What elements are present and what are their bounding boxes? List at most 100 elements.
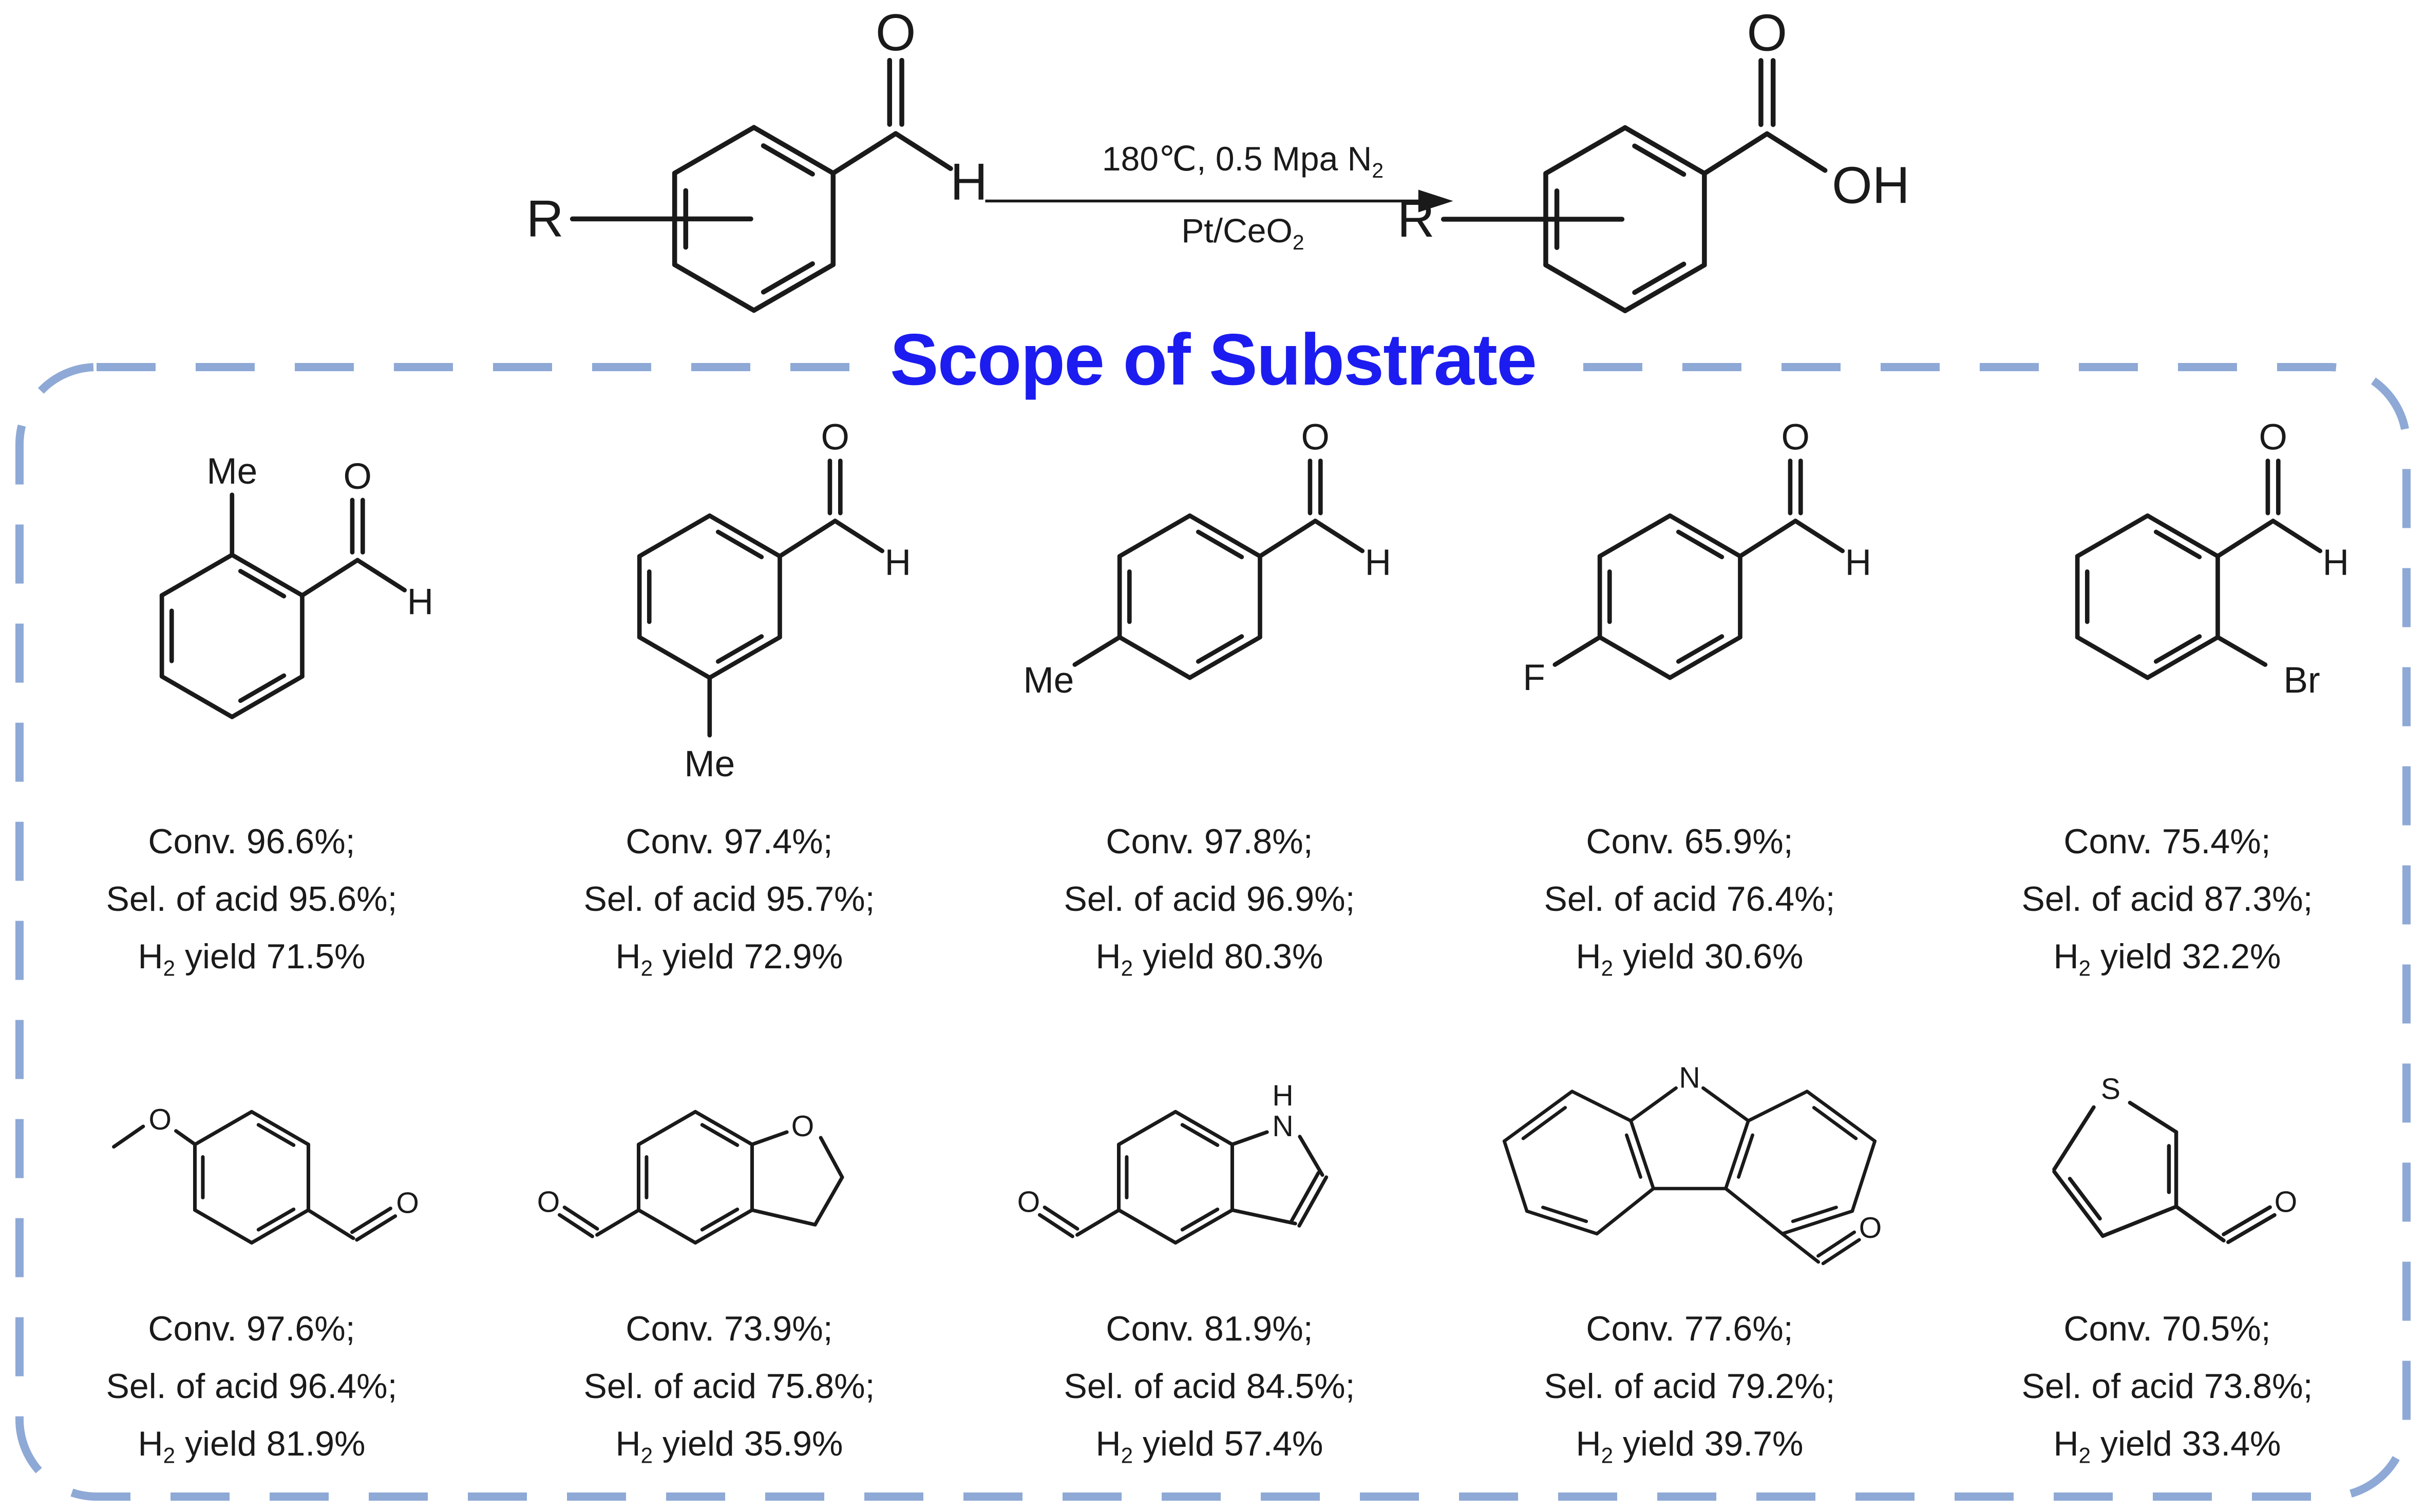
bond xyxy=(1632,261,1686,295)
atom-label: Me xyxy=(684,743,735,784)
bond xyxy=(2052,1105,2096,1172)
atom-label: O xyxy=(2275,1185,2297,1218)
bond xyxy=(1570,1089,1633,1123)
bond xyxy=(750,1208,817,1227)
bond xyxy=(1117,513,1192,559)
bond xyxy=(2100,1204,2178,1238)
conv-line: Conv. 97.4%; xyxy=(626,822,833,861)
bond xyxy=(832,519,885,553)
reaction-arrow xyxy=(985,189,1453,213)
bond xyxy=(707,635,782,680)
reaction-conditions-top: 180℃, 0.5 Mpa N2 xyxy=(965,140,1520,189)
stats-substrate-10: Conv. 70.5%; Sel. of acid 73.8%; H2 yiel… xyxy=(1941,1300,2393,1485)
bond xyxy=(1595,1186,1655,1236)
atom-label: O xyxy=(2259,417,2287,458)
conv-line: Conv. 77.6%; xyxy=(1586,1309,1793,1348)
h2-line: H2 yield 35.9% xyxy=(615,1424,843,1468)
bond xyxy=(1667,513,1742,559)
bond xyxy=(1701,1086,1750,1123)
bond xyxy=(1667,635,1742,680)
stats-substrate-5: Conv. 75.4%; Sel. of acid 87.3%; H2 yiel… xyxy=(1941,813,2393,998)
atom-label: Me xyxy=(1023,660,1074,701)
atom-label: N xyxy=(1272,1110,1293,1143)
reaction-conditions-bottom: Pt/CeO2 xyxy=(965,212,1520,261)
bond xyxy=(230,674,305,719)
bond xyxy=(1043,1205,1079,1231)
bond xyxy=(1187,635,1262,680)
stats-substrate-2: Conv. 97.4%; Sel. of acid 95.7%; H2 yiel… xyxy=(503,813,955,998)
bond xyxy=(636,1109,697,1146)
stats-substrate-3: Conv. 97.8%; Sel. of acid 96.9%; H2 yiel… xyxy=(983,813,1435,998)
atom-label: S xyxy=(2101,1073,2120,1105)
conv-line: Conv. 70.5%; xyxy=(2063,1309,2271,1348)
bond xyxy=(1187,513,1262,559)
bond xyxy=(693,1109,754,1146)
conv-line: Conv. 73.9%; xyxy=(626,1309,833,1348)
bond xyxy=(751,125,836,176)
bond xyxy=(672,125,756,176)
bond xyxy=(1780,1232,1821,1264)
bond xyxy=(558,1213,594,1238)
bond xyxy=(1502,1139,1529,1213)
bond xyxy=(1724,1186,1784,1236)
stats-substrate-9: Conv. 77.6%; Sel. of acid 79.2%; H2 yiel… xyxy=(1464,1300,1916,1485)
h2-line: H2 yield 39.7% xyxy=(1576,1424,1804,1468)
bond xyxy=(355,1214,397,1242)
conditions-text: 180℃, 0.5 Mpa N xyxy=(1102,140,1372,178)
structure-indole-5-carbaldehyde: HNO xyxy=(1017,1080,1329,1245)
atom-label: R xyxy=(1397,190,1435,248)
stats-substrate-8: Conv. 81.9%; Sel. of acid 84.5%; H2 yiel… xyxy=(983,1300,1435,1485)
atom-label: F xyxy=(1523,657,1545,698)
bond xyxy=(1622,125,1707,176)
atom-label: H xyxy=(1272,1080,1293,1113)
bond xyxy=(707,513,782,559)
atom-label: O xyxy=(343,456,371,497)
bond xyxy=(1629,1086,1678,1123)
bond xyxy=(1075,1208,1121,1237)
sel-line: Sel. of acid 75.8%; xyxy=(583,1367,875,1406)
scope-title: Scope of Substrate xyxy=(854,317,1572,403)
bond xyxy=(1116,1109,1178,1146)
bond xyxy=(1230,1130,1269,1146)
bond xyxy=(174,1129,197,1146)
bond xyxy=(750,1130,789,1146)
bond xyxy=(637,513,712,559)
structure-carbazole-3-carbaldehyde: NO xyxy=(1502,1061,1882,1266)
conv-line: Conv. 65.9%; xyxy=(1586,822,1793,861)
bond xyxy=(2145,635,2220,680)
bond xyxy=(1702,131,1770,176)
atom-label: H xyxy=(407,581,433,622)
atom-label: Br xyxy=(2284,660,2320,701)
bond xyxy=(1552,635,1602,667)
atom-label: O xyxy=(396,1187,419,1220)
bond xyxy=(230,552,305,598)
catalyst-subscript: 2 xyxy=(1292,231,1304,255)
catalyst-text: Pt/CeO xyxy=(1181,212,1293,250)
sel-line: Sel. of acid 87.3%; xyxy=(2021,879,2313,918)
bond xyxy=(1793,519,1845,553)
atom-label: O xyxy=(537,1185,560,1218)
stats-substrate-1: Conv. 96.6%; Sel. of acid 95.6%; H2 yiel… xyxy=(26,813,478,998)
sel-line: Sel. of acid 76.4%; xyxy=(1544,879,1835,918)
sel-line: Sel. of acid 95.6%; xyxy=(106,879,397,918)
bond xyxy=(2174,1204,2226,1242)
bond xyxy=(751,262,836,313)
bond xyxy=(1622,262,1707,314)
atom-label: O xyxy=(1301,417,1329,458)
arrow-head-icon xyxy=(1418,189,1453,213)
bond xyxy=(300,558,360,598)
h2-line: H2 yield 72.9% xyxy=(615,937,843,981)
structure-4-methoxybenzaldehyde: OO xyxy=(112,1103,419,1245)
bond xyxy=(830,131,898,176)
bond xyxy=(193,1208,254,1245)
bond xyxy=(761,143,815,177)
h2-line: H2 yield 57.4% xyxy=(1095,1424,1323,1468)
bond xyxy=(2052,1170,2105,1238)
bond xyxy=(1230,1208,1297,1226)
bond xyxy=(1632,143,1686,177)
bond xyxy=(1313,519,1365,553)
